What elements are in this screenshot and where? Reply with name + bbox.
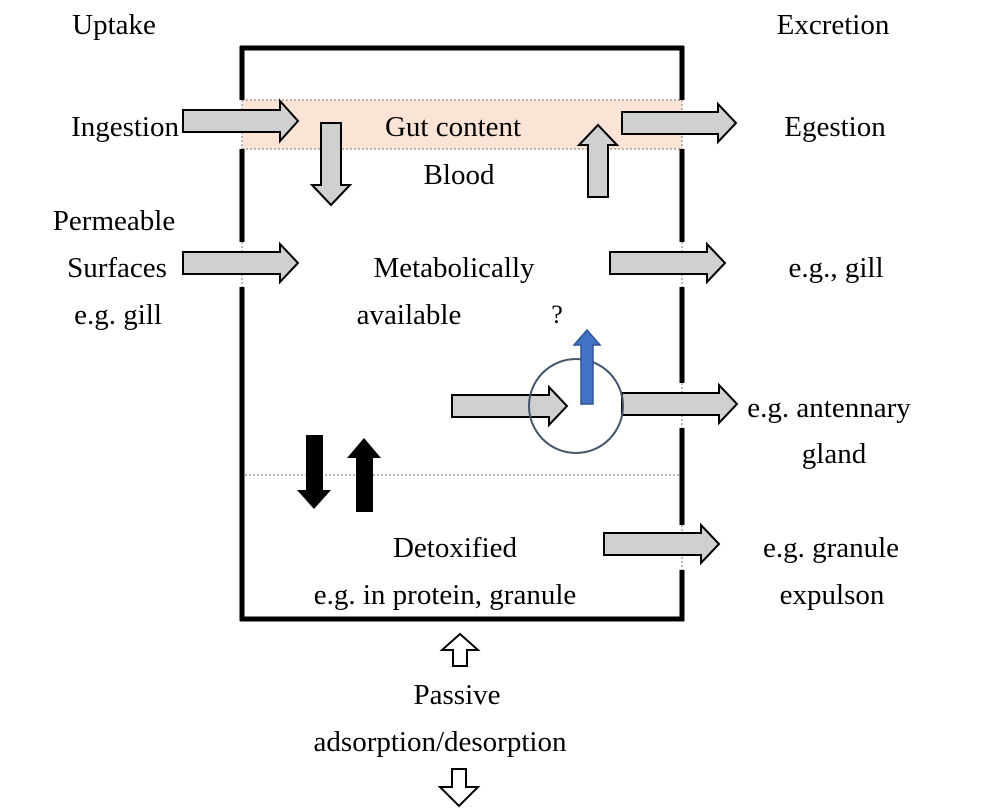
gut-to-blood-arrow (309, 122, 353, 207)
up-black-arrow (347, 438, 381, 512)
unknown-question-mark: ? (551, 300, 563, 329)
permeable-label-line2: Surfaces (67, 252, 167, 284)
detoxified-line2: e.g. in protein, granule (313, 579, 577, 611)
passive-label-line2: adsorption/desorption (313, 726, 567, 758)
egestion-arrow (621, 101, 738, 145)
gut-content-label: Gut content (384, 111, 522, 143)
blue-up-arrow (572, 328, 602, 405)
uptake-header: Uptake (72, 9, 156, 41)
permeable-label-line1: Permeable (52, 205, 176, 237)
passive-down-arrow (437, 768, 481, 808)
granule-expulsion-line2: expulson (779, 579, 885, 611)
permeable-label-line3: e.g. gill (74, 299, 162, 331)
excretion-header: Excretion (776, 9, 890, 41)
metabolically-available-line2: available (356, 299, 462, 331)
gill-excretion-arrow (609, 241, 727, 285)
granule-excretion-arrow (603, 522, 721, 566)
antennary-excretion-arrow (621, 382, 739, 426)
passive-label-line1: Passive (413, 679, 501, 711)
gill-excretion-label: e.g., gill (788, 252, 884, 284)
granule-expulsion-line1: e.g. granule (762, 532, 900, 564)
antennary-gland-line2: gland (801, 438, 867, 470)
egestion-label: Egestion (784, 111, 886, 143)
permeable-uptake-arrow (182, 241, 300, 285)
down-black-arrow (297, 435, 331, 509)
ingestion-arrow (182, 98, 300, 144)
ingestion-label: Ingestion (71, 111, 179, 143)
passive-up-arrow (439, 632, 481, 667)
blood-label: Blood (423, 159, 495, 191)
blood-to-gut-arrow (576, 123, 620, 198)
detoxified-line1: Detoxified (392, 532, 518, 564)
antennary-gland-line1: e.g. antennary (747, 392, 911, 424)
metabolically-available-line1: Metabolically (373, 252, 535, 284)
unknown-process-circle (528, 358, 624, 454)
to-circle-arrow (451, 384, 569, 428)
